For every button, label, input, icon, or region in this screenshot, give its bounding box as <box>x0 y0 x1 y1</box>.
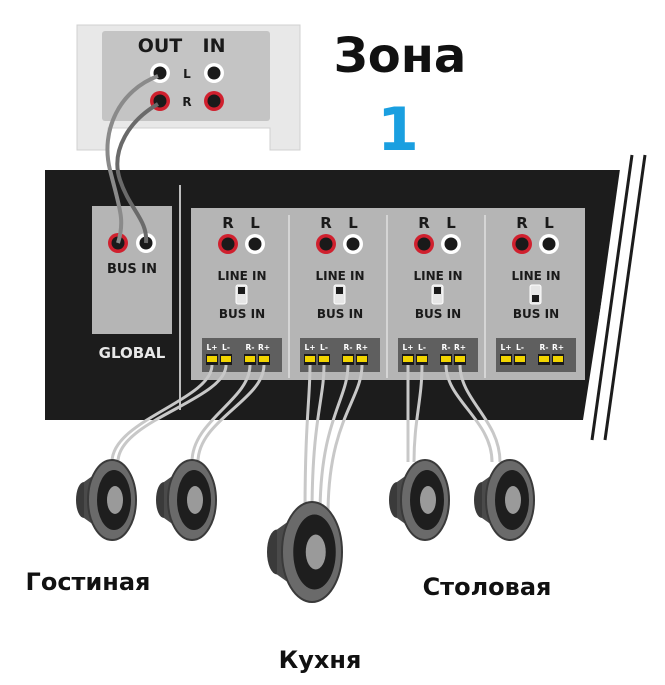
terminal-label: R+ <box>552 343 564 352</box>
speaker-terminal <box>319 356 329 362</box>
speaker-wire <box>444 364 494 463</box>
line-in-label: LINE IN <box>217 269 266 283</box>
zone-r-label: R <box>418 214 430 232</box>
speaker-terminal <box>357 356 367 362</box>
source-device: OUT IN L R <box>76 24 301 151</box>
terminal-label: R+ <box>258 343 270 352</box>
zone-l-label: L <box>250 214 260 232</box>
speaker-terminal <box>515 356 525 362</box>
speaker-terminal <box>259 356 269 362</box>
terminal-label: R- <box>246 343 255 352</box>
speaker-wire <box>326 364 364 516</box>
out-label: OUT <box>138 35 183 57</box>
zone-r-label: R <box>516 214 528 232</box>
line-in-label: LINE IN <box>413 269 462 283</box>
terminal-label: R- <box>442 343 451 352</box>
room-label-living: Гостиная <box>26 568 151 596</box>
speaker-terminal <box>441 356 451 362</box>
speaker-icon <box>156 459 217 541</box>
speaker-icon <box>389 459 450 541</box>
cable-left <box>105 74 159 244</box>
speaker-wire <box>110 364 214 463</box>
terminal-label: L- <box>320 343 328 352</box>
speaker-terminal <box>207 356 217 362</box>
line-in-label: LINE IN <box>315 269 364 283</box>
global-label: GLOBAL <box>99 344 166 362</box>
right-label: R <box>182 95 191 109</box>
terminal-label: L- <box>418 343 426 352</box>
left-label: L <box>183 67 191 81</box>
terminal-label: L+ <box>206 343 217 352</box>
speaker-wire <box>303 364 312 516</box>
speaker-wire <box>196 364 266 463</box>
terminal-label: L+ <box>500 343 511 352</box>
terminal-label: L- <box>516 343 524 352</box>
zone-l-label: L <box>348 214 358 232</box>
room-label-dining: Столовая <box>423 573 552 601</box>
zone-l-label: L <box>544 214 554 232</box>
terminal-label: L- <box>222 343 230 352</box>
speaker-terminal <box>305 356 315 362</box>
speaker-terminal <box>343 356 353 362</box>
zone-l-label: L <box>446 214 456 232</box>
speaker-terminal <box>553 356 563 362</box>
speaker-terminal <box>221 356 231 362</box>
in-label: IN <box>203 35 226 57</box>
speaker-wire <box>116 364 228 463</box>
global-bus-in-label: BUS IN <box>107 262 157 277</box>
zone-r-label: R <box>320 214 332 232</box>
speaker-icon <box>474 459 535 541</box>
terminal-label: L+ <box>304 343 315 352</box>
bus-in-label: BUS IN <box>219 307 265 321</box>
bus-in-label: BUS IN <box>513 307 559 321</box>
terminal-label: R- <box>344 343 353 352</box>
global-section <box>92 206 172 334</box>
room-label-kitchen: Кухня <box>279 646 362 674</box>
line-in-label: LINE IN <box>511 269 560 283</box>
bus-in-label: BUS IN <box>317 307 363 321</box>
speaker-wire <box>412 364 424 463</box>
speaker-terminal <box>245 356 255 362</box>
speaker-terminal <box>455 356 465 362</box>
speaker-icon <box>76 459 137 541</box>
speaker-wire <box>458 364 502 463</box>
zone-number: 1 <box>377 95 419 165</box>
terminal-label: R+ <box>356 343 368 352</box>
speaker-terminal <box>403 356 413 362</box>
terminal-label: R- <box>540 343 549 352</box>
zone-title: Зона <box>334 28 467 84</box>
speaker-terminal <box>417 356 427 362</box>
bus-in-label: BUS IN <box>415 307 461 321</box>
speaker-terminal <box>501 356 511 362</box>
speaker-wire <box>318 364 350 516</box>
zone-r-label: R <box>222 214 234 232</box>
speaker-wire <box>190 364 252 463</box>
terminal-label: R+ <box>454 343 466 352</box>
speaker-wire <box>310 364 326 516</box>
speaker-terminal <box>539 356 549 362</box>
terminal-label: L+ <box>402 343 413 352</box>
cable-right <box>115 102 159 244</box>
speaker-icon <box>267 501 343 603</box>
